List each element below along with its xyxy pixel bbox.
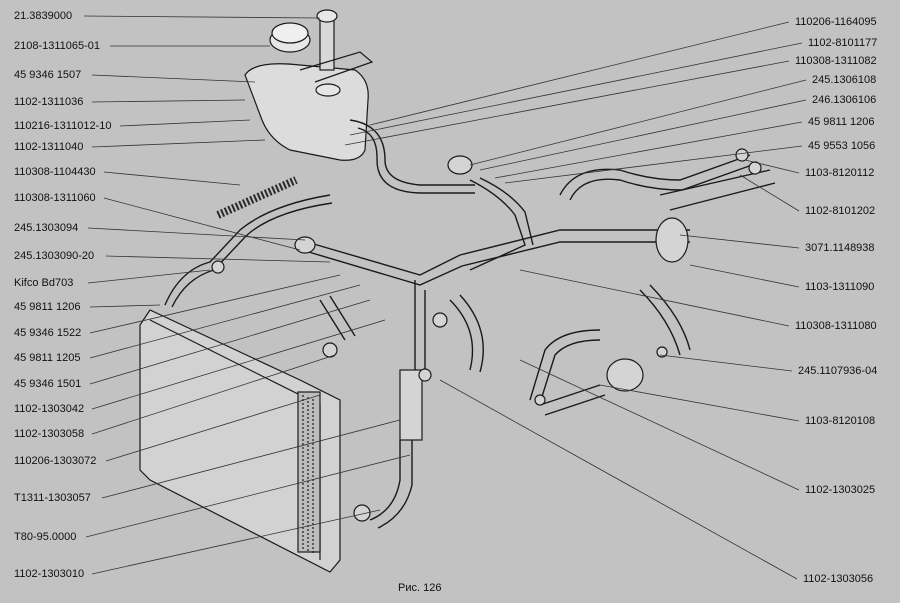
leader-line <box>89 274 341 334</box>
part-label: 1103-8120112 <box>805 167 875 179</box>
leader-line <box>91 354 336 435</box>
part-label: 45 9811 1206 <box>808 116 875 128</box>
part-label: 3071.1148938 <box>805 242 875 254</box>
leader-line <box>83 15 321 19</box>
leader-line <box>85 454 411 538</box>
part-label: 1102-1303025 <box>805 484 876 496</box>
leader-line <box>469 79 807 166</box>
part-label: 45 9553 1056 <box>808 140 876 152</box>
leader-line <box>91 509 381 575</box>
part-label: 245.1107936-04 <box>798 365 878 377</box>
part-label: 246.1306106 <box>812 94 877 106</box>
leader-line <box>87 227 306 241</box>
part-label: 1102-1303056 <box>803 573 874 585</box>
leader-line <box>519 269 790 327</box>
leader-line <box>739 174 800 212</box>
leader-line <box>679 234 800 249</box>
leader-line <box>744 159 800 174</box>
leader-line <box>689 264 800 288</box>
figure-caption: Рис. 126 <box>398 582 442 594</box>
leader-line <box>119 119 251 127</box>
part-label: T80-95.0000 <box>14 531 77 543</box>
leader-line <box>439 379 798 580</box>
radiator <box>139 309 341 573</box>
part-label: 1103-8120108 <box>805 415 876 427</box>
part-label: 45 9346 1501 <box>14 378 82 390</box>
part-label: 45 9811 1205 <box>14 352 81 364</box>
part-label: 2108-1311065-01 <box>14 40 101 52</box>
expansion-tank <box>244 9 374 161</box>
part-label: 110206-1303072 <box>14 455 97 467</box>
part-label: 1102-8101177 <box>808 37 878 49</box>
part-label: Kifco Bd703 <box>14 277 74 289</box>
part-label: 245.1306108 <box>812 74 877 86</box>
part-label: 1102-1303010 <box>14 568 85 580</box>
part-label: 45 9346 1507 <box>14 69 82 81</box>
fittings <box>211 148 762 522</box>
part-label: 110216-1311012-10 <box>14 120 112 132</box>
leader-line <box>91 99 246 103</box>
part-label: 1102-1303042 <box>14 403 85 415</box>
leader-line <box>103 171 241 186</box>
leader-line <box>369 21 790 126</box>
part-label: 1102-1311040 <box>14 141 84 153</box>
part-label: 245.1303094 <box>14 222 79 234</box>
leader-line <box>91 74 256 83</box>
part-label: 110206-1164095 <box>795 16 877 28</box>
leader-line <box>349 42 803 136</box>
leader-line <box>91 139 266 148</box>
leader-line <box>91 319 386 410</box>
part-label: 1102-1311036 <box>14 96 84 108</box>
part-label: 110308-1311082 <box>795 55 877 67</box>
part-label: 245.1303090-20 <box>14 250 95 262</box>
leader-line <box>103 197 301 251</box>
part-label: 1102-1303058 <box>14 428 85 440</box>
leader-line <box>519 359 800 491</box>
part-label: T1311-1303057 <box>14 492 91 504</box>
leader-line <box>479 99 807 171</box>
leader-line <box>105 255 331 263</box>
part-label: 1102-8101202 <box>805 205 876 217</box>
leader-line <box>89 299 371 385</box>
part-label: 110308-1311080 <box>795 320 877 332</box>
leader-line <box>89 284 361 359</box>
part-label: 21.3839000 <box>14 10 73 22</box>
part-label: 110308-1104430 <box>14 166 96 178</box>
leader-line <box>659 354 793 372</box>
leader-line <box>344 60 790 146</box>
part-label: 110308-1311060 <box>14 192 96 204</box>
part-label: 45 9811 1206 <box>14 301 81 313</box>
leader-line <box>101 419 401 499</box>
part-label: 1103-1311090 <box>805 281 875 293</box>
leader-line <box>105 394 321 462</box>
leader-line <box>504 145 803 184</box>
hoses <box>164 119 776 529</box>
part-label: 45 9346 1522 <box>14 327 82 339</box>
leader-line <box>599 384 800 422</box>
leader-line <box>89 304 161 308</box>
leader-line <box>87 269 211 284</box>
leader-line <box>494 121 803 179</box>
